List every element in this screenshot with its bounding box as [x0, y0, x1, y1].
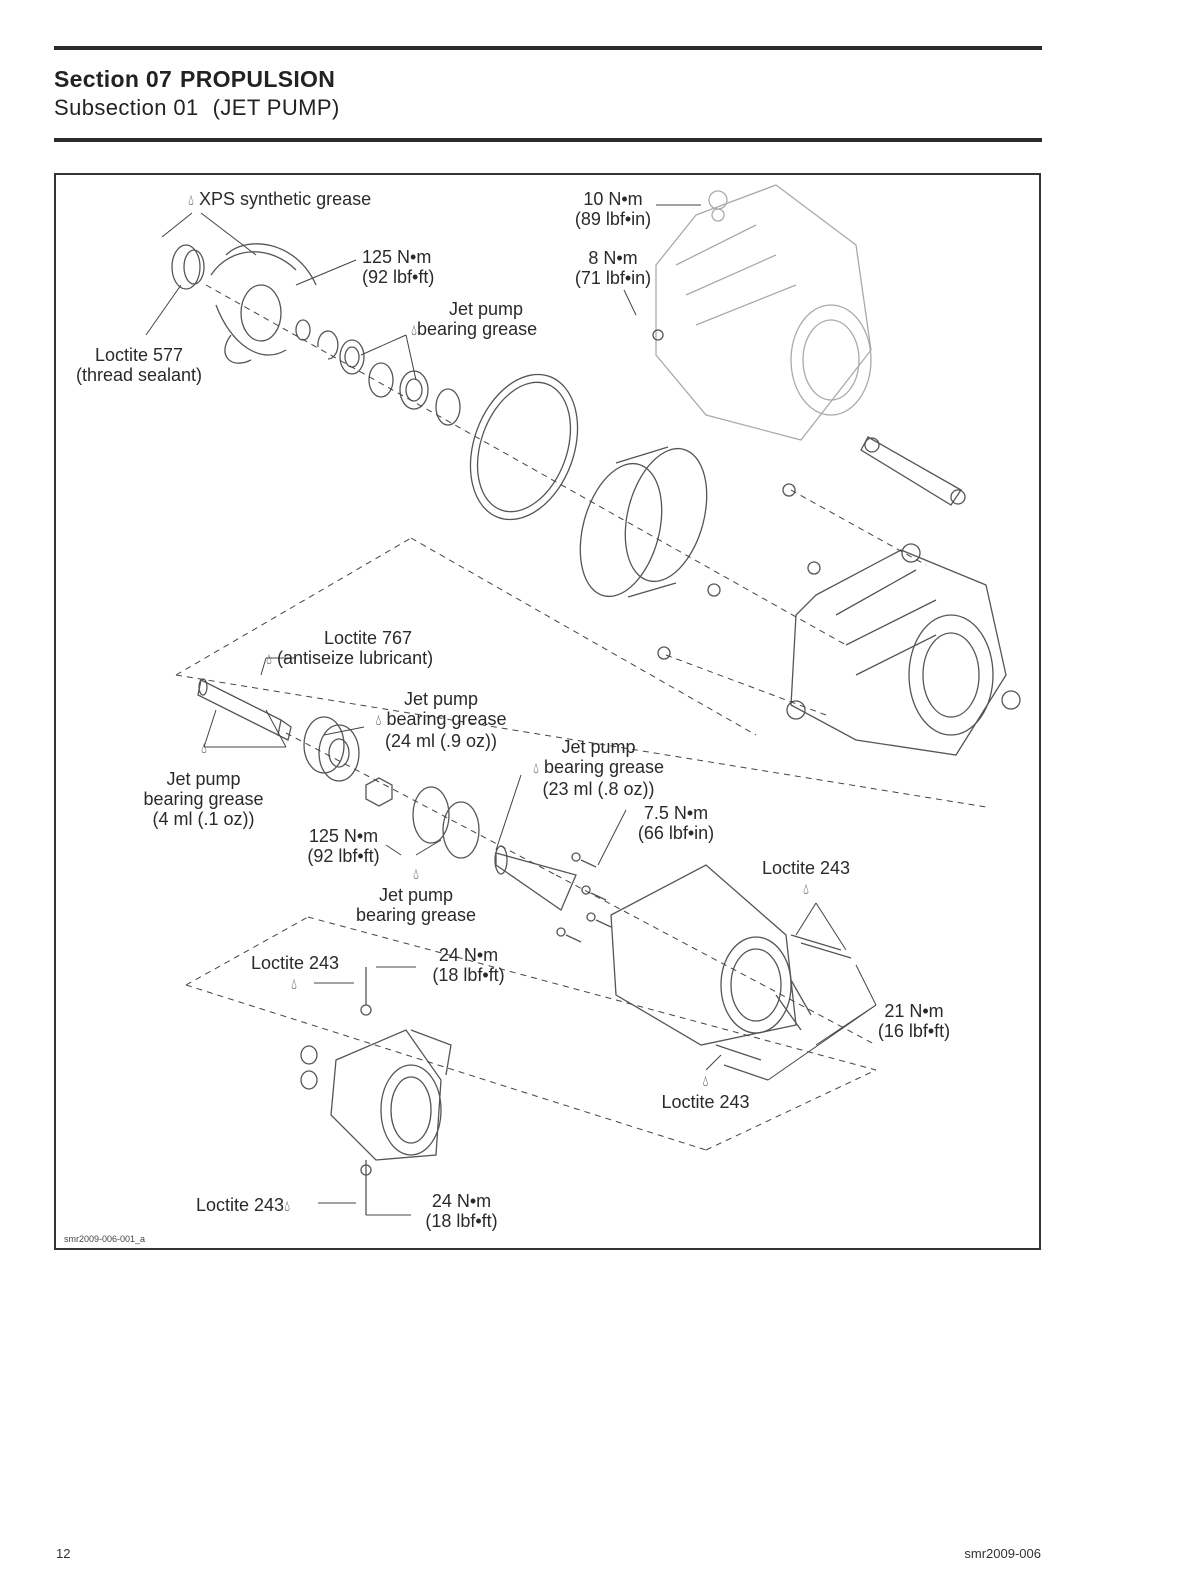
leader-lines — [145, 204, 877, 1216]
screws-drawing — [556, 852, 852, 1081]
page-number: 12 — [56, 1546, 71, 1561]
drop-icon: 💧︎ — [532, 760, 539, 777]
pin-drawing — [860, 436, 966, 506]
assembly-guide-lines — [175, 284, 987, 1151]
label-impeller-torque: 125 N•m(92 lbf•ft) — [362, 247, 435, 287]
label-loctite-767: Loctite 767💧︎ (antiseize lubricant) — [266, 628, 434, 668]
nozzle-drawing — [300, 1029, 452, 1161]
section-number: Section 07 — [54, 66, 173, 92]
bearing-drawing — [303, 716, 360, 782]
nut-drawing — [365, 777, 393, 807]
drop-icon: 💧︎ — [291, 976, 298, 993]
label-xps-grease: 💧︎ XPS synthetic grease — [188, 189, 372, 209]
ghost-housing-drawing — [655, 184, 872, 441]
venturi-drawing — [610, 864, 812, 1046]
label-loctite-243-right: Loctite 243💧︎ — [761, 858, 851, 898]
label-bolt-24nm-low: 24 N•m(18 lbf•ft) — [425, 1191, 498, 1231]
label-nut-125nm: 125 N•m(92 lbf•ft) — [307, 826, 380, 866]
o-ring-drawing — [412, 786, 450, 844]
jet-pump-exploded-drawing — [145, 184, 1021, 1216]
label-loctite-243-low: Loctite 243💧︎ — [196, 1195, 291, 1215]
label-bearing-grease-top: Jet pump💧︎bearing grease — [411, 299, 538, 339]
header-top-rule — [54, 46, 1042, 50]
label-loctite-577: Loctite 577(thread sealant) — [75, 345, 203, 385]
page-header: Section 07 PROPULSION Subsection 01 (JET P… — [54, 66, 354, 121]
drop-icon: 💧︎ — [375, 712, 382, 729]
cone-drawing — [494, 845, 577, 911]
drop-icon: 💧︎ — [702, 1073, 709, 1090]
drop-icon: 💧︎ — [412, 866, 419, 883]
nozzle-bolts-drawing — [360, 967, 372, 1215]
label-loctite-243-mid: Loctite 243💧︎ — [251, 953, 340, 993]
section-heading: Section 07 PROPULSION — [54, 66, 354, 93]
drop-icon: 💧︎ — [188, 192, 195, 209]
label-nut-8nm: 8 N•m(71 lbf•in) — [574, 248, 652, 288]
drop-icon: 💧︎ — [802, 881, 809, 898]
drop-icon: 💧︎ — [284, 1198, 291, 1215]
label-screw-7-5nm: 7.5 N•m(66 lbf•in) — [637, 803, 715, 843]
drop-icon: 💧︎ — [411, 322, 418, 339]
figure-id: smr2009-006-001_a — [64, 1234, 146, 1244]
label-loctite-243-bottom: 💧︎Loctite 243 — [661, 1073, 750, 1112]
label-bearing-grease-24ml: Jet pump💧︎ bearing grease(24 ml (.9 oz)) — [375, 689, 507, 751]
label-nut-10nm: 10 N•m(89 lbf•in) — [574, 189, 652, 229]
label-bolt-24nm-top: 24 N•m(18 lbf•ft) — [432, 945, 505, 985]
sleeve-drawing — [579, 446, 708, 598]
label-bolt-21nm: 21 N•m(16 lbf•ft) — [877, 1001, 951, 1041]
drop-icon: 💧︎ — [200, 740, 207, 757]
drop-icon: 💧︎ — [266, 651, 273, 668]
exploded-view-figure: 💧︎ XPS synthetic grease 125 N•m(92 lbf•f… — [54, 173, 1041, 1250]
document-code: smr2009-006 — [964, 1546, 1041, 1561]
subsection-number: Subsection 01 — [54, 95, 199, 120]
pump-housing-drawing — [786, 543, 1021, 756]
label-bearing-grease-23ml: Jet pump💧︎ bearing grease(23 ml (.8 oz)) — [532, 737, 665, 799]
header-bottom-rule — [54, 138, 1042, 142]
section-title: PROPULSION — [180, 66, 336, 92]
wear-ring-drawing — [469, 373, 579, 521]
subsection-heading: Subsection 01 (JET PUMP) — [54, 95, 354, 121]
subsection-title: (JET PUMP) — [212, 95, 340, 120]
